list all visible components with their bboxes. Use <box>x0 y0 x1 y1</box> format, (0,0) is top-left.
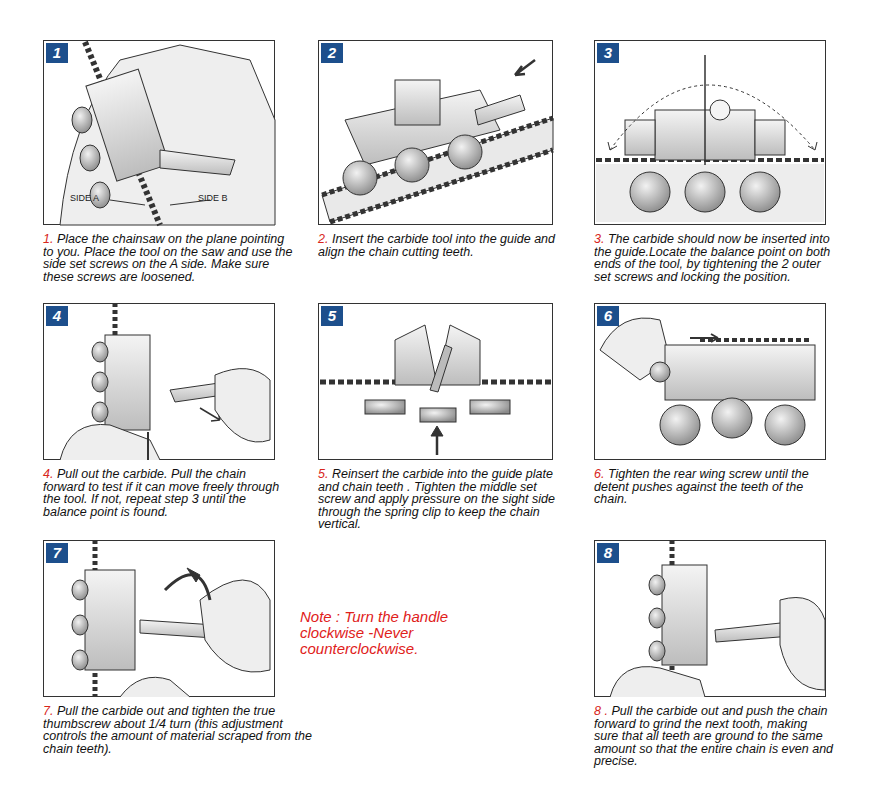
step-badge: 2 <box>321 43 343 63</box>
step-number: 7. <box>43 704 53 718</box>
note-text: Note : Turn the handle clockwise -Never … <box>300 609 490 657</box>
badge-number: 6 <box>604 307 612 324</box>
step-caption: 2. Insert the carbide tool into the guid… <box>318 233 558 258</box>
step-caption: 1. Place the chainsaw on the plane point… <box>43 233 293 283</box>
step-text: The carbide should now be inserted into … <box>594 232 830 284</box>
step-number: 2. <box>318 232 328 246</box>
step-badge: 4 <box>46 306 68 326</box>
panel-frame <box>318 40 553 225</box>
step-badge: 8 <box>597 543 619 563</box>
step-panel: 7. Pull the carbide out and tighten the … <box>43 540 275 772</box>
step-badge: 5 <box>321 306 343 326</box>
step-number: 6. <box>594 467 604 481</box>
step-text: Pull out the carbide. Pull the chain for… <box>43 467 279 519</box>
step-caption: 3. The carbide should now be inserted in… <box>594 233 834 283</box>
step-caption: 4. Pull out the carbide. Pull the chain … <box>43 468 288 518</box>
step-badge: 6 <box>597 306 619 326</box>
step-caption: 7. Pull the carbide out and tighten the … <box>43 705 313 755</box>
step-panel: 8 . Pull the carbide out and push the ch… <box>594 540 826 772</box>
badge-number: 5 <box>328 307 336 324</box>
step-text: Pull the carbide out and push the chain … <box>594 704 833 768</box>
step-panel: 1. Place the chainsaw on the plane point… <box>43 40 275 300</box>
step-text: Tighten the rear wing screw until the de… <box>594 467 809 506</box>
step-text: Place the chainsaw on the plane pointing… <box>43 232 292 284</box>
step-number: 8 . <box>594 704 608 718</box>
panel-frame <box>594 540 826 697</box>
badge-number: 7 <box>53 544 61 561</box>
step-text: Pull the carbide out and tighten the tru… <box>43 704 312 756</box>
step-badge: 7 <box>46 543 68 563</box>
step-text: Reinsert the carbide into the guide plat… <box>318 467 555 531</box>
step-panel: 4. Pull out the carbide. Pull the chain … <box>43 303 275 535</box>
step-number: 5. <box>318 467 328 481</box>
step-panel: 2. Insert the carbide tool into the guid… <box>318 40 553 300</box>
badge-number: 3 <box>604 44 612 61</box>
badge-number: 1 <box>53 44 61 61</box>
part-label: SIDE A <box>70 193 110 203</box>
step-panel: 3. The carbide should now be inserted in… <box>594 40 826 300</box>
badge-number: 4 <box>53 307 61 324</box>
badge-number: 2 <box>328 44 336 61</box>
step-number: 3. <box>594 232 604 246</box>
panel-frame <box>594 40 826 225</box>
part-label: SIDE B <box>198 193 238 203</box>
step-panel: 5. Reinsert the carbide into the guide p… <box>318 303 553 535</box>
step-number: 4. <box>43 467 53 481</box>
step-text: Insert the carbide tool into the guide a… <box>318 232 555 259</box>
step-caption: 6. Tighten the rear wing screw until the… <box>594 468 834 506</box>
badge-number: 8 <box>604 544 612 561</box>
step-number: 1. <box>43 232 53 246</box>
step-badge: 3 <box>597 43 619 63</box>
panel-frame <box>43 303 275 460</box>
panel-frame <box>318 303 553 460</box>
step-caption: 5. Reinsert the carbide into the guide p… <box>318 468 563 531</box>
step-panel: 6. Tighten the rear wing screw until the… <box>594 303 826 535</box>
step-badge: 1 <box>46 43 68 63</box>
panel-frame <box>594 303 826 460</box>
step-caption: 8 . Pull the carbide out and push the ch… <box>594 705 834 768</box>
panel-frame <box>43 540 275 697</box>
